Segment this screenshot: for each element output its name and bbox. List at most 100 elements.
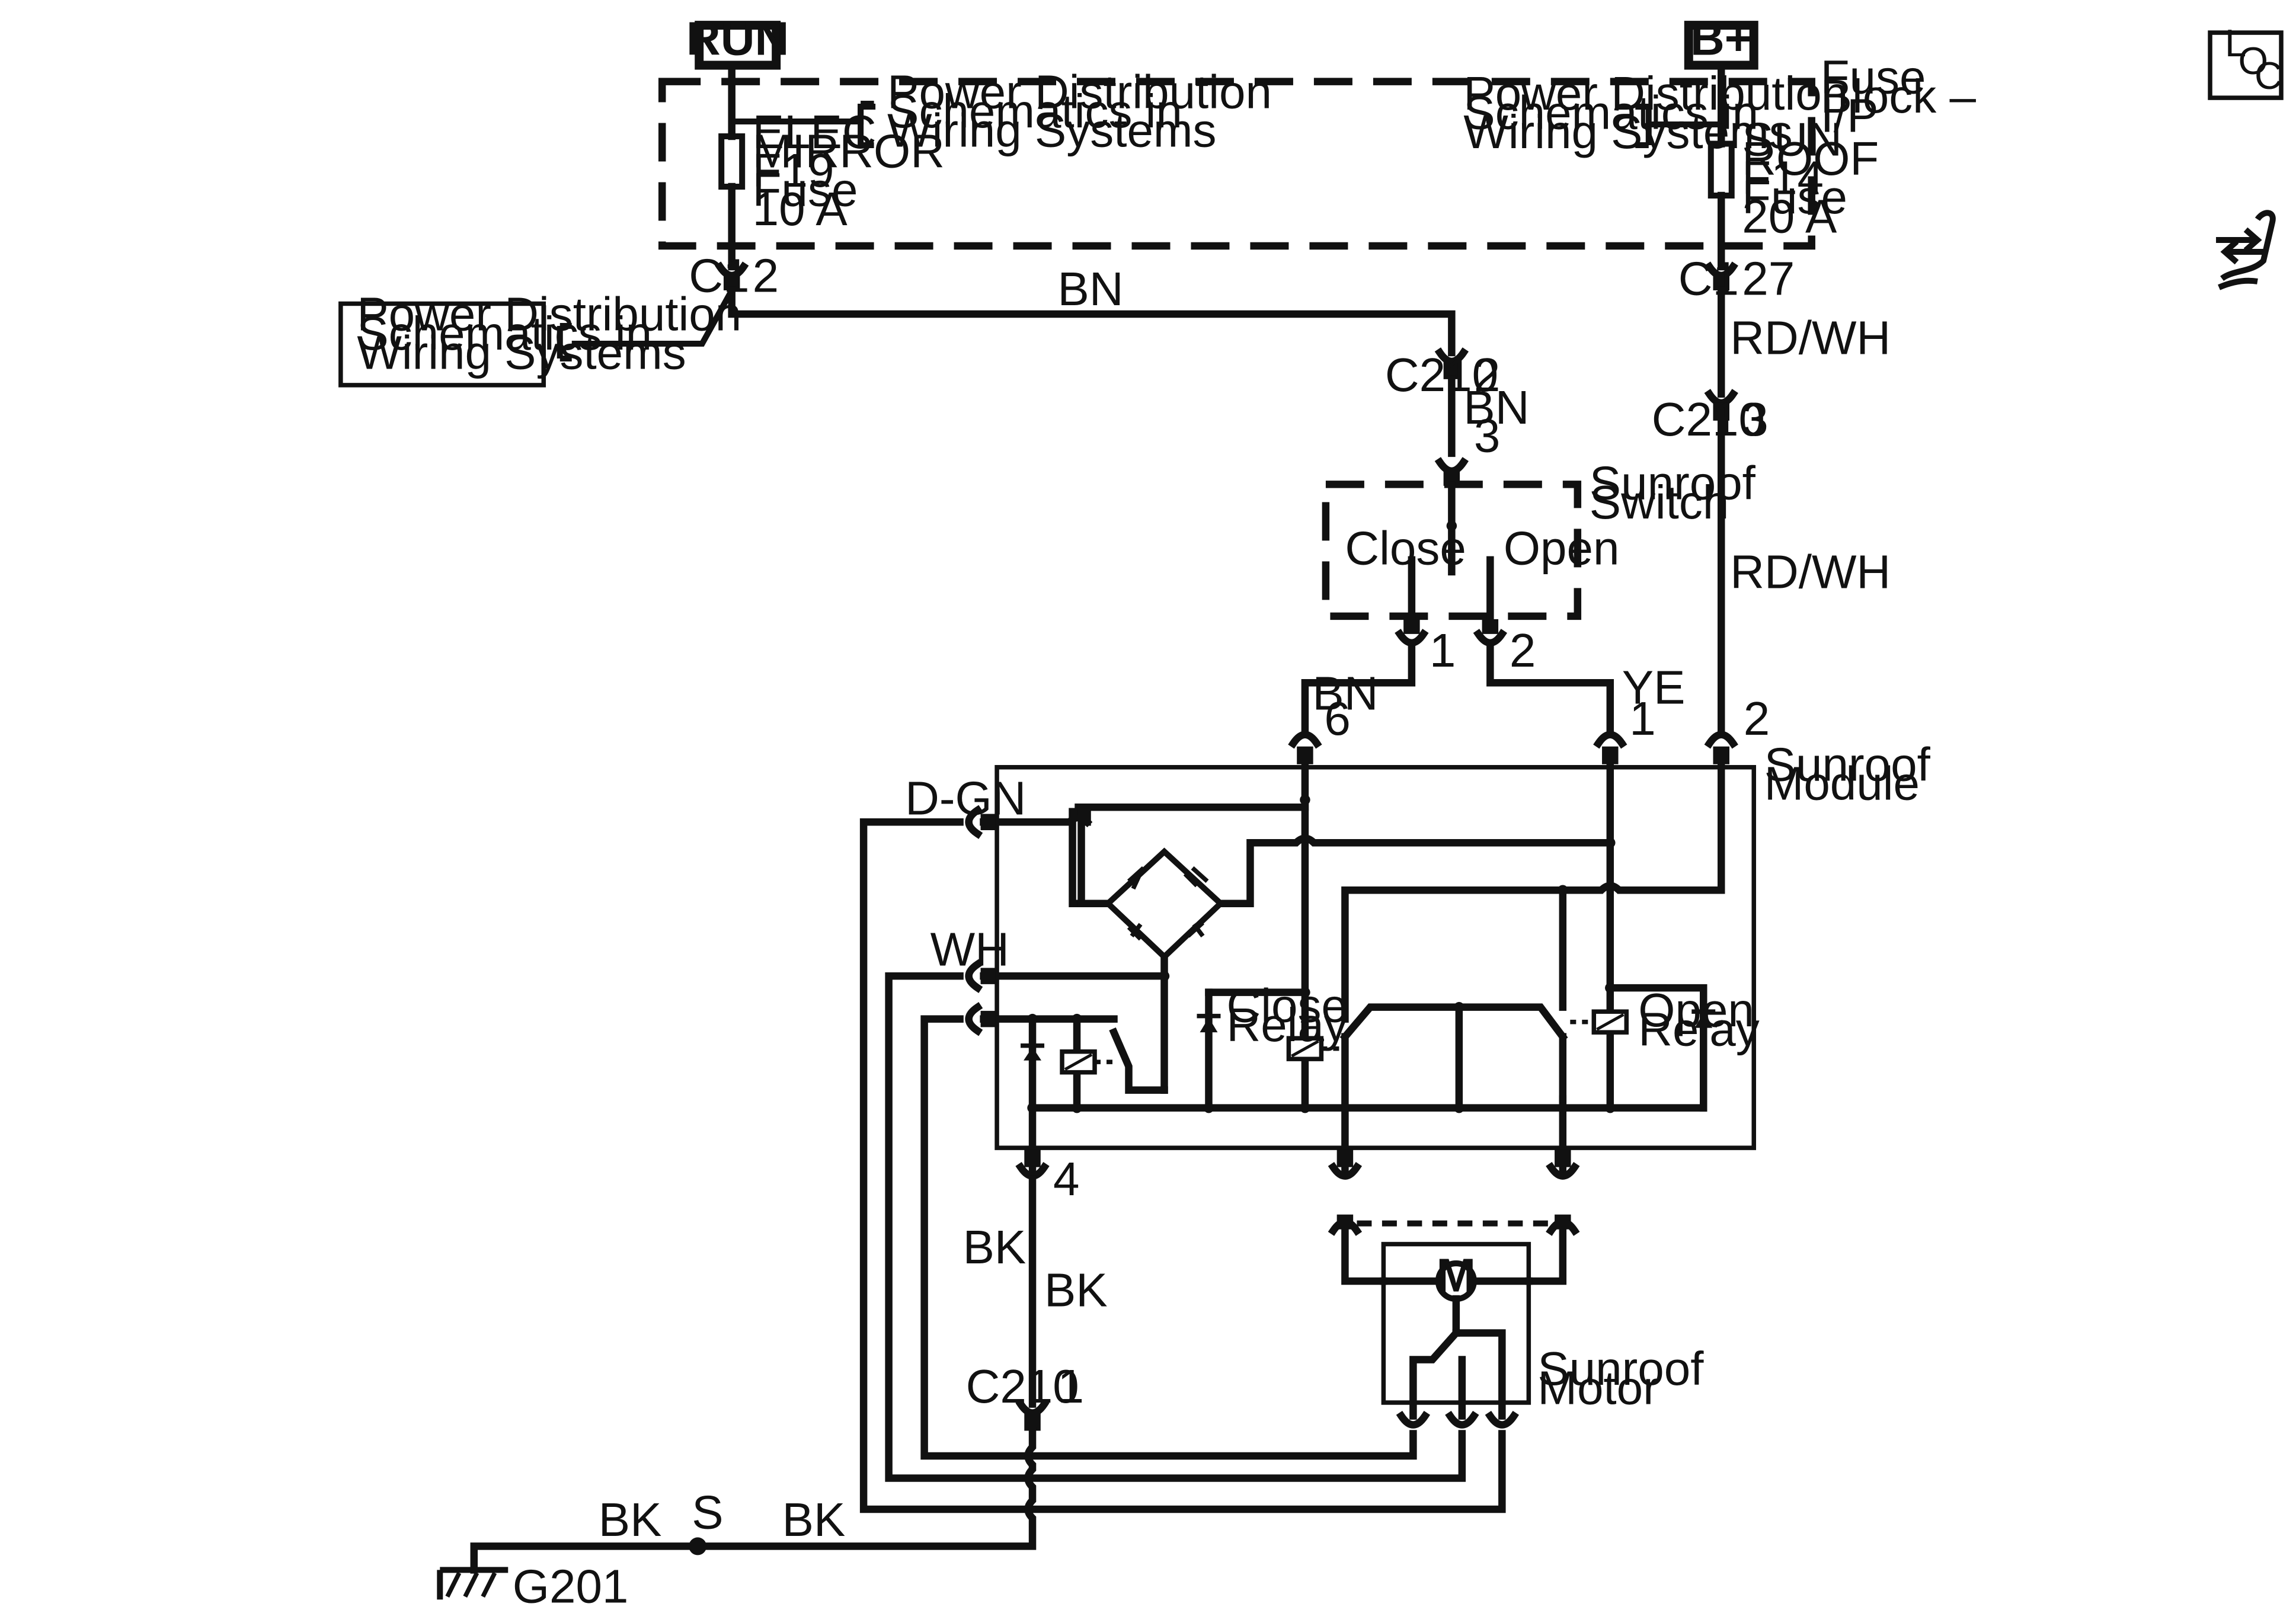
dgn-wire-label: D-GN [905,772,1026,825]
ground-symbol [437,1567,509,1600]
sunroof-module-line-1: Sunroof [1764,738,1931,790]
bk-wire-to-ground [470,1427,1037,1574]
external-pds-line-1: Power Distribution [357,287,741,340]
bk-ground-left-label: BK [599,1493,662,1546]
switch-close-label[interactable]: Close [1345,521,1466,574]
c210-bn-pin-top: 2 [1474,348,1500,401]
sunroof-module-line-2: Module [1764,757,1920,810]
motor-sensor-terminal-2 [1445,1410,1479,1429]
sunroof-motor-line-2: Motor [1537,1361,1658,1414]
hand-with-arrows-icon[interactable] [2216,210,2276,290]
module-pin6-female-terminal [1288,731,1322,749]
motor-right-out-female [1546,1161,1580,1180]
switch-pin-close: 1 [1430,624,1456,677]
open-relay-label: Open Relay [1638,984,1767,1055]
loc-letter-l: L [2225,21,2246,65]
dgn-female-terminal [965,805,983,839]
close-relay-label: Close Relay [1226,980,1361,1051]
bk-left-label: BK [963,1221,1027,1273]
pds-right-bracket [1635,104,1722,149]
pds-right-line-2: Schematics in [1463,87,1758,139]
motor-supply-wires [1341,1227,1567,1285]
c1-right-pin: 27 [1742,252,1795,305]
internal-relay-coil-slash [1064,1053,1093,1071]
pds-right-reference: Power Distribution Schematics in Wiring … [1463,67,1861,158]
motor-position-switch [1409,1327,1506,1420]
fuse-left-line-5: 10 A [753,183,848,235]
switch-input-female-terminal [1434,457,1469,475]
open-relay-coil-slash [1596,1013,1625,1031]
bn-wire-top-label: BN [1058,263,1124,315]
ground-label: G201 [513,1560,629,1610]
close-relay-line-2: Relay [1226,998,1347,1051]
run-label: RUN [686,12,789,65]
open-relay-line-1: Open [1638,984,1754,1036]
sunroof-switch-line-1: Sunroof [1590,456,1756,509]
module-pin2-female-terminal [1704,731,1738,749]
pds-left-line-3: Wiring Systems [887,104,1216,157]
junction-contact-mid [1454,1001,1464,1013]
fuse-block-label: Fuse Block – I/P [1821,51,1989,142]
c210-rdwh-pin: 3 [1742,393,1768,446]
pds-left-reference: Power Distribution Schematics in Wiring … [887,66,1285,157]
loc-letter-o: O [2239,39,2269,82]
splice-label: S [692,1486,723,1538]
motor-sensor-terminal-3 [1485,1410,1520,1429]
switch-pivot-dot [1446,520,1457,532]
pds-right-line-1: Power Distribution [1463,67,1848,120]
external-pds-reference: Power Distribution Schematics in Wiring … [357,287,754,379]
location-icon[interactable]: L O C [2208,21,2284,100]
run-source-box [695,21,781,70]
junction-close-top [1300,795,1310,805]
junction-gnd-b [1072,1102,1082,1113]
close-relay-coil-slash [1291,1039,1319,1058]
open-relay-line-2: Relay [1638,1003,1759,1056]
c1-left-pin: 2 [753,249,779,302]
junction-gnd-a [1027,1102,1038,1113]
bk-right-label: BK [1044,1264,1108,1317]
fuse-block-label-line-1: Fuse [1821,51,1926,104]
bridge-rectifier [1104,847,1225,961]
external-pds-line-2: Schematics in [357,307,652,360]
switch-pin-open: 2 [1510,624,1536,677]
c210-bn-name: C210 [1385,348,1498,401]
fuse-right-line-3: F14 [1742,152,1824,204]
c1-left-name: C1 [689,249,749,302]
ye-wire-switch-to-module [1486,639,1614,736]
external-pds-reference-box [338,301,546,388]
sensor-female-terminal [965,1001,983,1036]
internal-relay-contact [1109,1027,1168,1094]
fuse-left-line-1: ELEC [753,105,877,158]
pds-right-line-3: Wiring Systems [1463,105,1792,158]
c210-gnd-pin: 1 [1058,1360,1084,1413]
bn-switch-label: BN [1312,667,1378,719]
left-diode-symbol [1024,1047,1042,1061]
module-internal-battery-bus [1341,760,1725,1023]
module-pin-ye: 1 [1629,692,1655,745]
pds-left-line-2: Schematics in [887,85,1182,137]
switch-open-label[interactable]: Open [1504,521,1620,574]
module-pin1-female-terminal [1593,731,1627,749]
run-power-source: RUN [686,12,789,70]
close-relay-line-1: Close [1226,980,1347,1032]
battery-power-source: B+ [1684,12,1758,70]
sunroof-module-outline [994,765,1756,1150]
sunroof-module-label: Sunroof Module [1764,738,1943,809]
module-pin-bn: 6 [1324,692,1350,745]
open-relay-diode-loop [1606,984,1707,1112]
open-relay-diode-symbol [1694,1013,1713,1028]
fuse-left-line-2: MIRROR [753,125,945,178]
junction-gnd-d [1300,1102,1310,1113]
fuse-right-line-5: 20 A [1742,190,1837,242]
junction-gnd-f [1605,1102,1616,1113]
bplus-label: B+ [1690,12,1752,65]
bn-wire-mid-label: BN [1463,381,1529,434]
fuse-left-line-4: Fuse [753,164,858,216]
pds-left-line-1: Power Distribution [887,66,1272,119]
module-pin-rdwh: 2 [1744,692,1770,745]
rdwh-lower-label: RD/WH [1730,545,1891,598]
ye-wire-label: YE [1622,661,1686,713]
fuse-block-label-line-2: Block – [1821,70,1977,123]
ground-splice-dot [689,1537,707,1555]
fuse-right-line-4: Fuse [1742,171,1847,223]
